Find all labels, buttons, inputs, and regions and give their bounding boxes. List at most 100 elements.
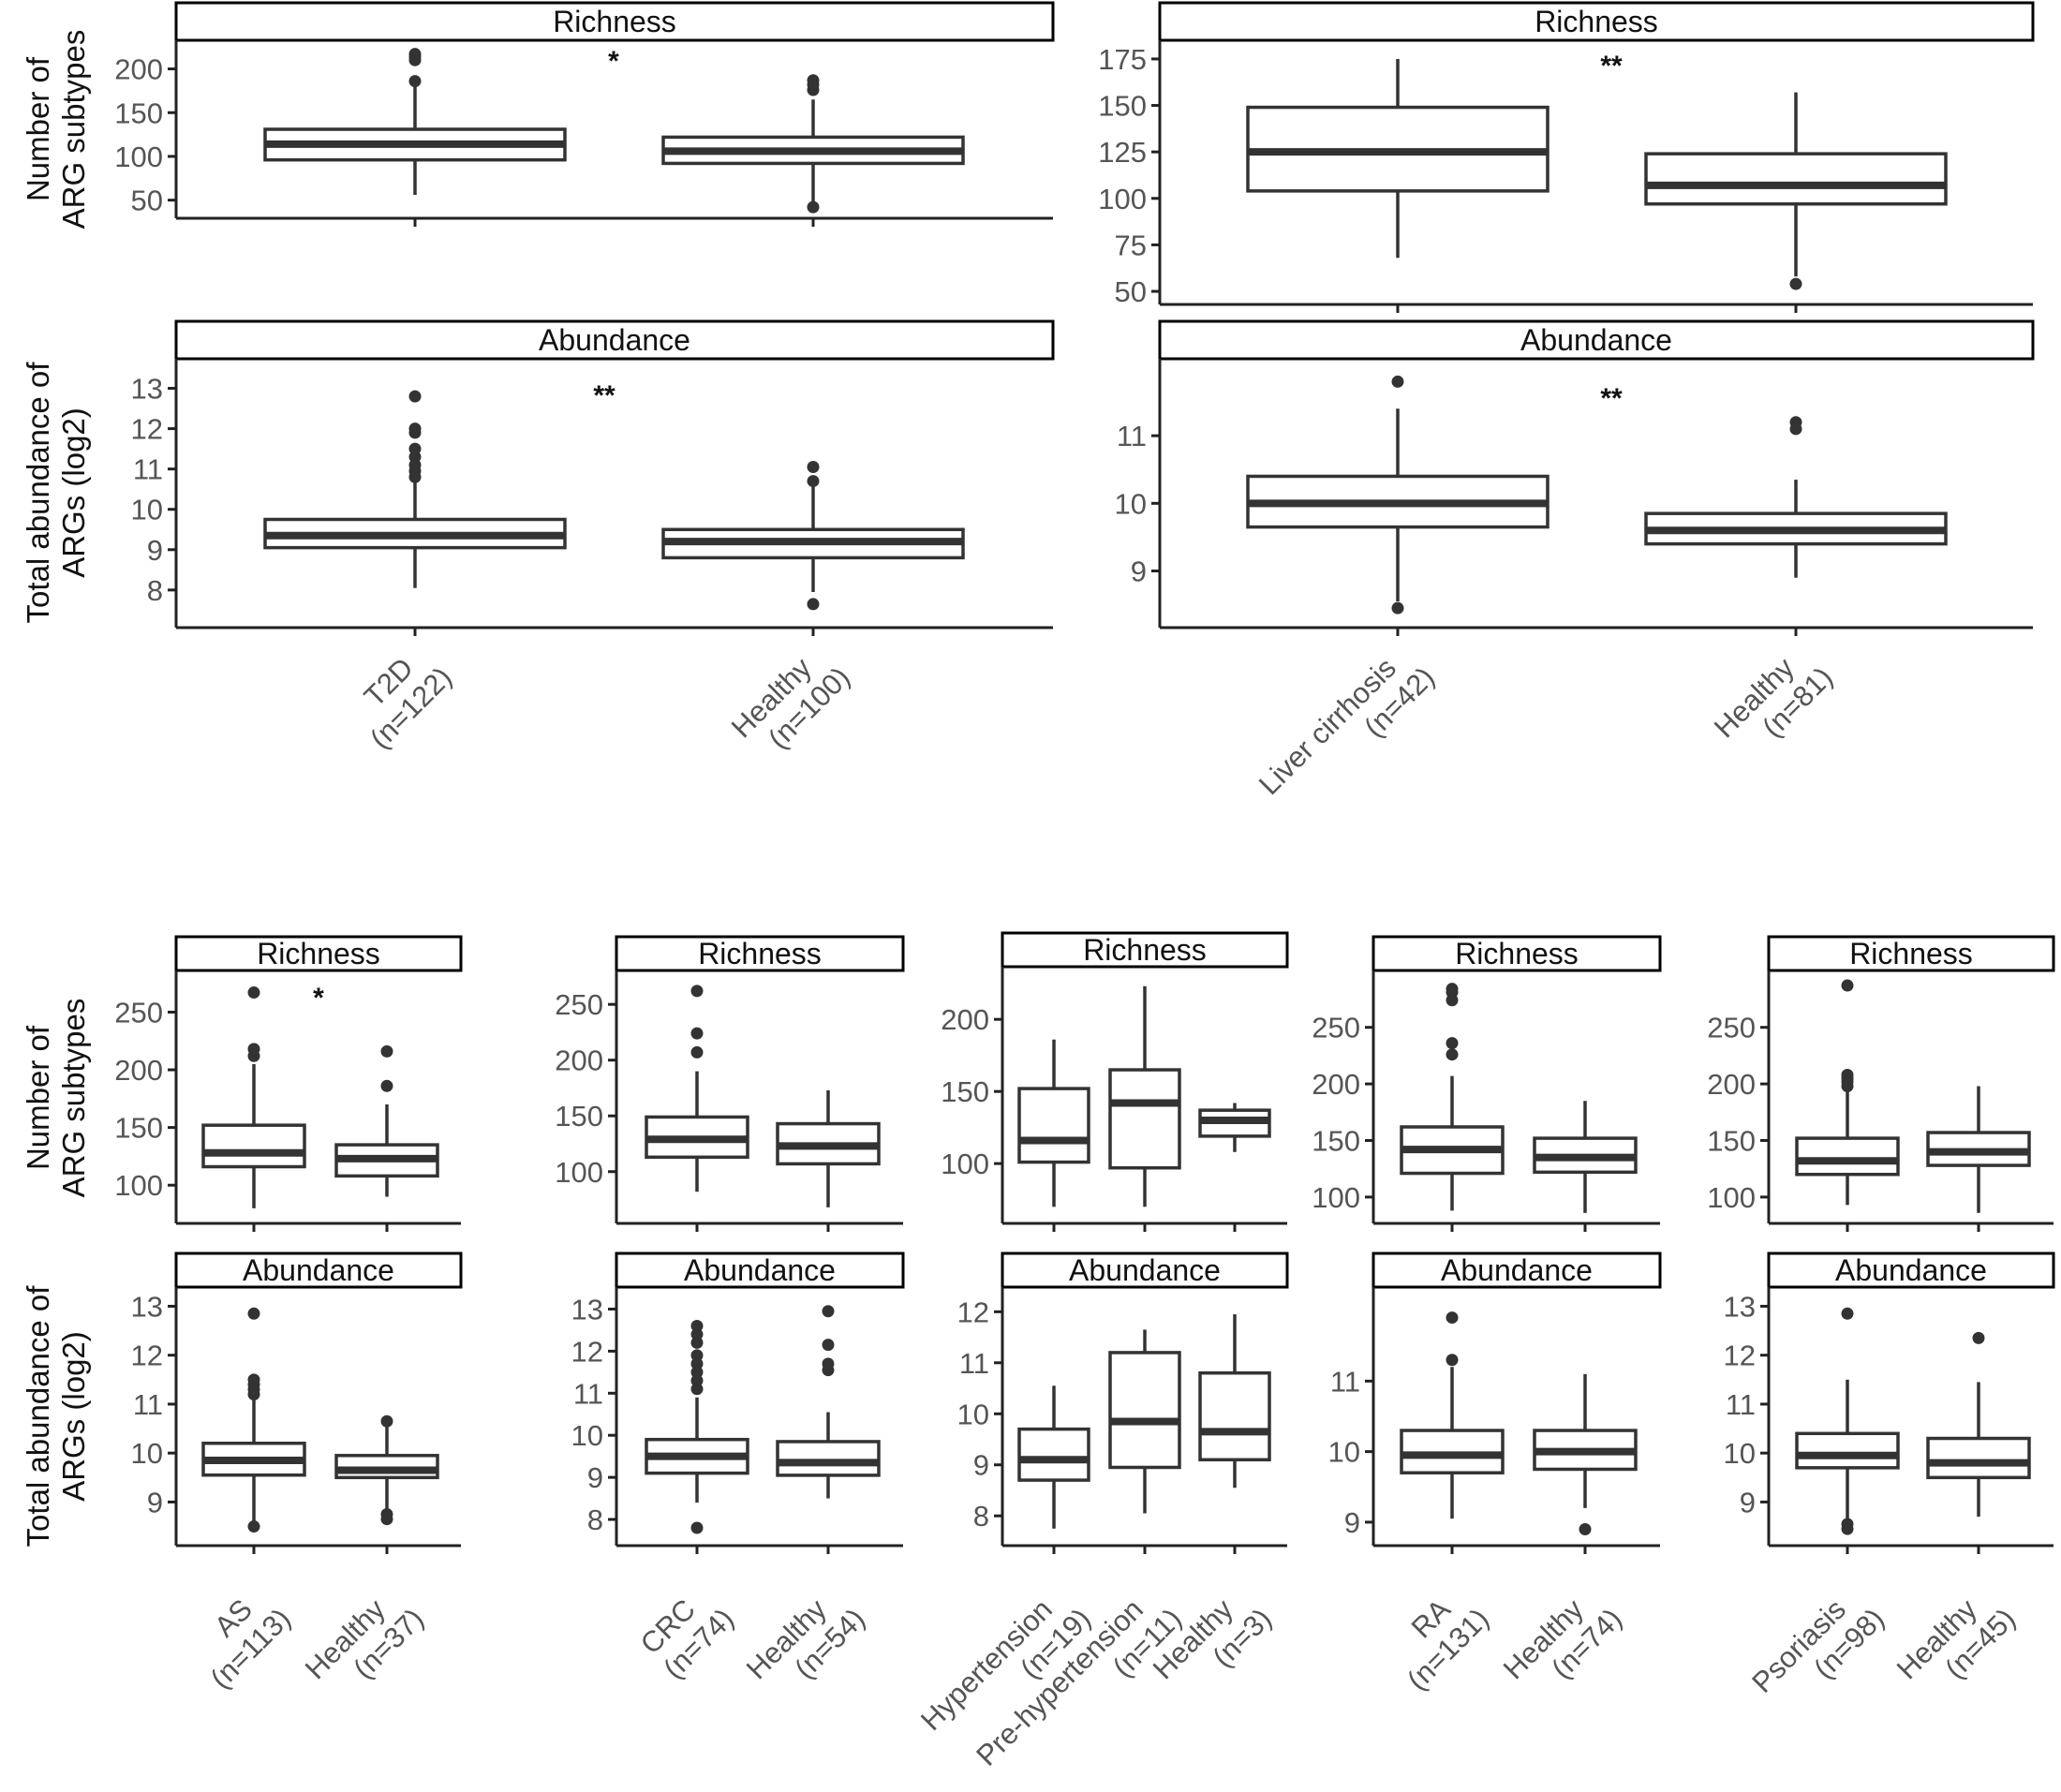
x-category-label: RA(n=131) <box>1377 1578 1495 1696</box>
facet-label: Abundance <box>539 323 690 357</box>
y-tick-label: 250 <box>1707 1012 1756 1044</box>
y-tick-label: 13 <box>131 1290 163 1323</box>
y-tick-label: 250 <box>1312 1012 1360 1044</box>
x-category-label: Healthy(n=81) <box>1708 637 1839 768</box>
outlier-point <box>380 1079 393 1092</box>
outlier-point <box>1391 375 1404 388</box>
y-tick-label: 12 <box>957 1296 989 1328</box>
x-category-label: AS(n=113) <box>180 1578 297 1696</box>
y-axis-title-line: ARG subtypes <box>56 999 91 1198</box>
y-tick-label: 12 <box>571 1335 603 1368</box>
y-tick-label: 13 <box>1724 1290 1756 1323</box>
outlier-point <box>807 475 820 488</box>
y-tick-label: 150 <box>1098 90 1147 123</box>
outlier-point <box>247 1373 260 1386</box>
y-tick-label: 200 <box>1707 1068 1756 1101</box>
y-tick-label: 200 <box>114 53 163 86</box>
significance-marker: ** <box>1600 51 1623 81</box>
y-tick-label: 150 <box>1707 1124 1756 1157</box>
outlier-point <box>807 74 820 87</box>
facet-strip <box>174 935 463 972</box>
y-tick-label: 200 <box>555 1044 603 1077</box>
facet-strip <box>1767 1251 2055 1289</box>
y-axis-title-line: ARGs (log2) <box>56 1331 91 1502</box>
facet-strip <box>615 935 905 972</box>
y-axis-title-line: Total abundance of <box>21 362 55 624</box>
y-axis-title: Number ofARG subtypes <box>21 999 91 1198</box>
y-tick-label: 200 <box>114 1054 163 1087</box>
outlier-point <box>690 1357 704 1370</box>
y-tick-label: 9 <box>147 534 163 567</box>
y-tick-label: 9 <box>1740 1486 1756 1518</box>
y-tick-label: 100 <box>1098 183 1147 215</box>
outlier-point <box>1391 601 1404 615</box>
y-tick-label: 75 <box>1115 229 1147 261</box>
y-tick-label: 9 <box>1131 555 1147 587</box>
y-axis-title: Total abundance ofARGs (log2) <box>21 362 91 624</box>
outlier-point <box>1841 1307 1854 1320</box>
y-tick-label: 9 <box>1344 1506 1360 1539</box>
facet-label: Richness <box>1083 933 1207 967</box>
y-axis-title-line: ARGs (log2) <box>56 407 91 578</box>
facet-strip <box>1001 1251 1289 1289</box>
outlier-point <box>807 598 820 611</box>
facet-label: Abundance <box>243 1253 394 1287</box>
y-tick-label: 100 <box>555 1156 603 1189</box>
y-tick-label: 100 <box>1312 1181 1360 1214</box>
facet-strip <box>1372 1251 1662 1289</box>
facet-label: Richness <box>698 937 822 970</box>
y-tick-label: 11 <box>959 1347 989 1380</box>
facet-strip <box>1372 935 1662 972</box>
facet-strip <box>1767 935 2055 972</box>
outlier-point <box>807 200 820 214</box>
x-category-label: Healthy(n=74) <box>1497 1578 1628 1710</box>
y-tick-label: 11 <box>1117 420 1147 452</box>
y-tick-label: 10 <box>1115 487 1147 520</box>
facet-strip <box>1158 319 2035 361</box>
y-tick-label: 8 <box>973 1500 989 1533</box>
y-tick-label: 11 <box>1330 1365 1360 1398</box>
outlier-point <box>690 1374 704 1387</box>
y-tick-label: 150 <box>555 1100 603 1133</box>
outlier-point <box>380 1507 393 1520</box>
outlier-point <box>1789 416 1802 429</box>
facet-label: Abundance <box>1441 1253 1593 1287</box>
outlier-point <box>822 1339 835 1352</box>
facet-label: Richness <box>553 5 676 38</box>
facet-label: Richness <box>1535 5 1658 38</box>
facet-label: Abundance <box>1069 1253 1221 1287</box>
y-tick-label: 100 <box>114 1169 163 1202</box>
iqr-box <box>1017 1087 1090 1164</box>
outlier-point <box>822 1305 835 1318</box>
x-category-label: Healthy(n=3) <box>1147 1578 1278 1710</box>
y-tick-label: 150 <box>114 1112 163 1145</box>
y-tick-label: 10 <box>1328 1436 1360 1469</box>
y-axis-title: Total abundance ofARGs (log2) <box>21 1285 91 1548</box>
outlier-point <box>408 48 422 61</box>
y-tick-label: 250 <box>555 988 603 1021</box>
facet-strip <box>174 1 1055 42</box>
x-category-label: Healthy(n=37) <box>299 1578 430 1710</box>
iqr-box <box>1795 1431 1900 1470</box>
y-tick-label: 12 <box>131 413 163 446</box>
y-tick-label: 11 <box>1726 1388 1756 1421</box>
y-tick-label: 13 <box>571 1293 603 1325</box>
x-category-label: Healthy(n=100) <box>725 637 856 768</box>
facet-label: Abundance <box>1520 323 1672 357</box>
y-axis-title-line: ARG subtypes <box>56 30 91 230</box>
significance-marker: ** <box>1600 383 1623 414</box>
outlier-point <box>1841 979 1854 992</box>
outlier-point <box>690 985 704 998</box>
outlier-point <box>1446 1311 1459 1325</box>
outlier-point <box>247 1520 260 1533</box>
y-axis-title: Number ofARG subtypes <box>21 30 91 230</box>
iqr-box <box>776 1440 881 1477</box>
outlier-point <box>690 1327 704 1340</box>
y-tick-label: 12 <box>131 1340 163 1372</box>
facet-label: Richness <box>1455 937 1579 970</box>
y-axis-title-line: Total abundance of <box>21 1285 55 1548</box>
y-tick-label: 9 <box>587 1461 603 1494</box>
outlier-point <box>1841 1518 1854 1531</box>
y-tick-label: 10 <box>957 1398 989 1430</box>
facet-strip <box>1001 931 1289 969</box>
